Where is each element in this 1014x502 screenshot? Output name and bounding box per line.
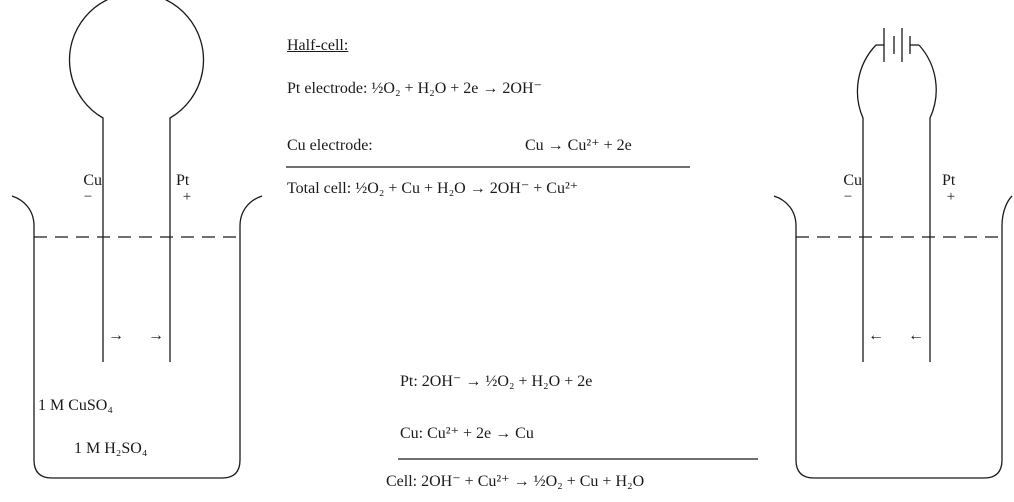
left-beaker xyxy=(11,195,263,479)
right-pt-sign: + xyxy=(946,189,956,205)
left-pt-sign: + xyxy=(182,189,192,205)
left-ion-flow-arrows: → → xyxy=(108,327,174,344)
left-solution-h2so4: 1 M H₂SO₄ xyxy=(74,440,148,457)
cu-reverse-equation: Cu: Cu²⁺ + 2e → Cu xyxy=(400,425,534,442)
right-cu-label: Cu xyxy=(843,172,862,189)
right-external-circuit xyxy=(856,44,937,362)
right-beaker xyxy=(773,195,1013,479)
right-pt-label: Pt xyxy=(942,172,956,189)
left-cell xyxy=(11,0,263,479)
left-solution-cuso4: 1 M CuSO₄ xyxy=(38,397,113,414)
pt-electrode-equation: Pt electrode: ½O₂ + H₂O + 2e → 2OH⁻ xyxy=(287,80,542,97)
cu-electrode-label: Cu electrode: xyxy=(287,137,373,154)
total-cell-equation: Total cell: ½O₂ + Cu + H₂O → 2OH⁻ + Cu²⁺ xyxy=(287,180,579,197)
left-cu-label: Cu xyxy=(83,172,102,189)
cu-electrode-equation: Cu → Cu²⁺ + 2e xyxy=(525,137,632,154)
half-cell-heading: Half-cell: xyxy=(287,37,349,54)
reverse-cell-equation: Cell: 2OH⁻ + Cu²⁺ → ½O₂ + Cu + H₂O xyxy=(386,473,645,490)
right-ion-flow-arrows: ← ← xyxy=(868,327,934,344)
right-cell xyxy=(773,28,1013,479)
left-cu-sign: − xyxy=(83,189,93,205)
right-cu-sign: − xyxy=(843,189,853,205)
left-pt-label: Pt xyxy=(176,172,190,189)
left-external-circuit xyxy=(68,0,205,362)
battery-icon xyxy=(876,28,919,62)
pt-reverse-equation: Pt: 2OH⁻ → ½O₂ + H₂O + 2e xyxy=(400,373,593,390)
